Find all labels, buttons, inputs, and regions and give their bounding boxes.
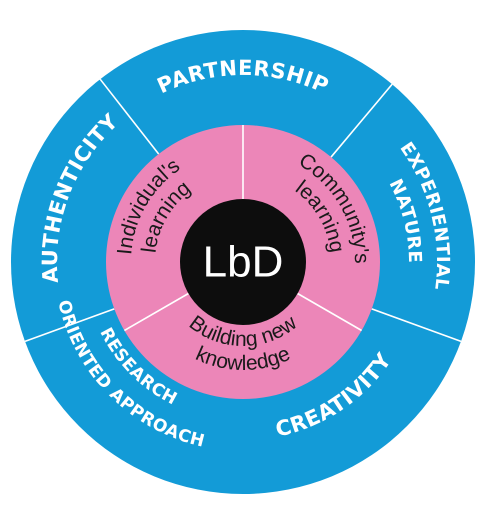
outer-divider [330,83,393,158]
center-circle [180,199,306,325]
outer-divider [371,308,462,343]
inner-divider [297,292,363,332]
outer-ring-dividers [24,78,462,343]
inner-ring-dividers [123,125,363,332]
outer-divider [99,78,160,155]
center-label: LbD [203,238,284,287]
inner-divider [123,292,189,332]
outer-divider [24,308,115,343]
